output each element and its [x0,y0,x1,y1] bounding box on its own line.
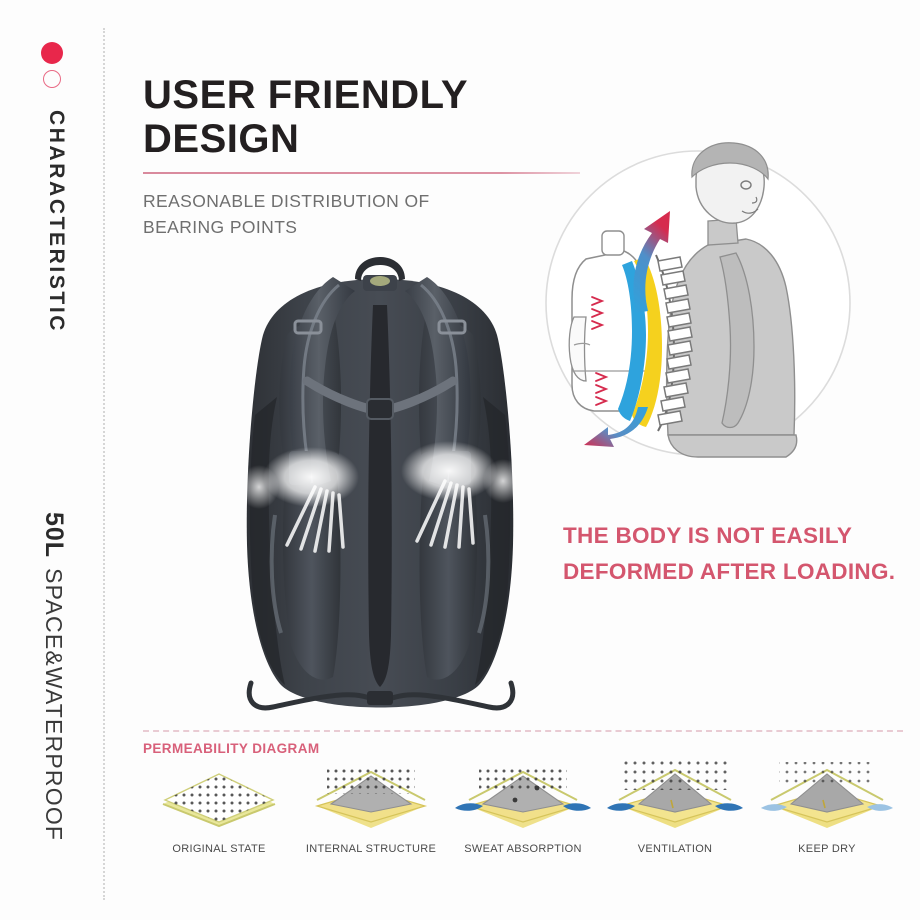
peak-mesh-icon [314,768,428,828]
permeability-step-label: VENTILATION [637,843,713,855]
diagram-backpack-pocket [568,316,587,382]
permeability-step-label: ORIGINAL STATE [172,843,266,855]
permeability-step-label: INTERNAL STRUCTURE [305,843,437,855]
permeability-step: SWEAT ABSORPTION [447,760,599,855]
airflow-arrow-down [584,407,648,447]
subtitle-line-1: REASONABLE DISTRIBUTION OF [143,191,430,211]
permeability-step-label: KEEP DRY [798,843,856,855]
face-eye [740,180,752,190]
peak-mesh-dry-icon [761,762,893,828]
body-arm [719,252,755,429]
permeability-step: KEEP DRY [751,760,903,855]
body-hair [691,142,769,181]
airflow-rays-left [285,485,345,553]
face-nose [751,196,758,204]
bag-logo-tag [370,276,390,286]
spine-vertebrae [657,256,693,426]
backpack-photo [215,215,545,715]
rail-heading-characteristic: CHARACTERISTIC [45,110,68,334]
bag-haul-handle [355,257,405,281]
permeability-steps: ORIGINAL STATE [143,760,903,855]
ergonomics-illustration [545,142,851,458]
heat-chevrons-lower [595,372,609,406]
airflow-arrow-up [633,211,670,313]
ergonomics-diagram [540,135,870,470]
permeability-section: PERMEABILITY DIAGRAM ORIGINAL STATE [143,730,903,855]
subtitle-line-2: BEARING POINTS [143,217,298,237]
statement-line-2: DEFORMED AFTER LOADING. [563,559,896,584]
backpack-illustration [239,257,523,711]
filled-circle-icon [41,42,63,64]
airflow-edge-right [483,459,523,503]
airflow-puff-right [401,441,497,501]
permeability-divider [143,730,903,732]
body-hip [667,434,798,458]
left-rail: CHARACTERISTIC 50L SPACE&WATERPROOF [0,0,105,920]
flat-mesh-icon [162,773,276,828]
peak-mesh-water-in-icon [455,766,591,828]
airflow-edge-left [239,465,279,509]
statement-line-1: THE BODY IS NOT EASILY [563,523,853,548]
title-underline [143,172,580,174]
bag-d-ring-right [437,319,467,335]
spine-cushion-yellow [632,257,662,427]
diagram-backpack-handle [601,230,625,256]
permeability-step: ORIGINAL STATE [143,760,295,855]
bag-waist-buckle [367,691,393,705]
peak-mesh-vapor-out-icon [607,760,743,828]
bag-webbing-right [477,514,491,634]
heat-chevrons-upper [591,296,605,330]
rail-dotted-divider [103,28,105,900]
diagram-backpack-zip [573,342,591,346]
bag-webbing-left [269,514,283,634]
permeability-step-label: SWEAT ABSORPTION [464,843,582,855]
bag-sternum-buckle [366,398,394,420]
airflow-rays-right [415,479,475,549]
headline-block: USER FRIENDLY DESIGN REASONABLE DISTRIBU… [143,73,613,240]
permeability-step: INTERNAL STRUCTURE [295,760,447,855]
outline-circle-icon [43,70,61,88]
page-title: USER FRIENDLY DESIGN [143,73,468,161]
rail-volume-subtitle: SPACE&WATERPROOF [41,568,67,842]
rail-volume-group: 50L SPACE&WATERPROOF [39,512,68,841]
bag-d-ring-left [293,319,323,335]
statement-text: THE BODY IS NOT EASILY DEFORMED AFTER LO… [563,518,903,590]
airflow-puff-left [263,447,359,507]
rail-volume: 50L [40,512,68,559]
face-mouth [741,208,759,214]
page-subtitle: REASONABLE DISTRIBUTION OF BEARING POINT… [143,188,613,240]
permeability-title: PERMEABILITY DIAGRAM [143,741,320,756]
bag-lumbar-pad-left [282,452,341,680]
bag-center-channel [368,305,392,687]
permeability-step: VENTILATION [599,760,751,855]
